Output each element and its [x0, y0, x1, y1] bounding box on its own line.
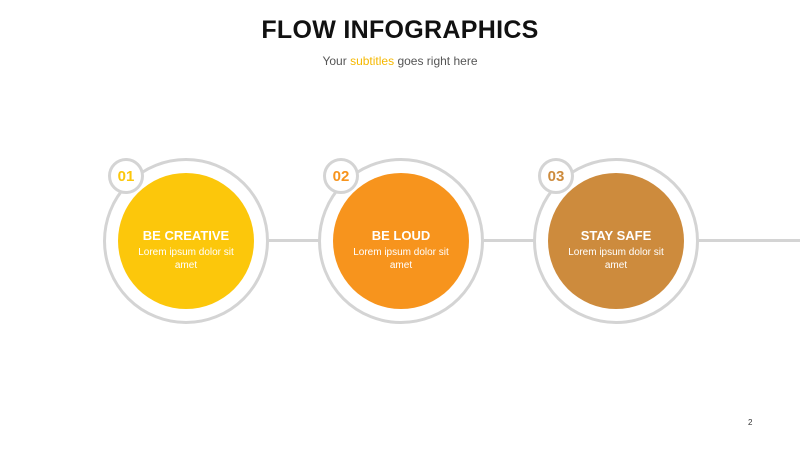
step-description: Lorem ipsum dolor sit amet: [568, 247, 664, 271]
flow-step-3: STAY SAFE Lorem ipsum dolor sit amet 03: [533, 158, 699, 324]
page-subtitle: Your subtitles goes right here: [0, 54, 800, 68]
step-number-badge: 01: [108, 158, 144, 194]
step-heading: BE CREATIVE: [142, 228, 230, 243]
step-circle: BE LOUD Lorem ipsum dolor sit amet: [333, 173, 469, 309]
subtitle-text-start: Your: [322, 54, 351, 68]
step-heading: STAY SAFE: [580, 228, 652, 243]
connector-line-1: [269, 239, 320, 242]
step-description: Lorem ipsum dolor sit amet: [138, 247, 234, 271]
step-circle: BE CREATIVE Lorem ipsum dolor sit amet: [118, 173, 254, 309]
step-circle: STAY SAFE Lorem ipsum dolor sit amet: [548, 173, 684, 309]
step-heading: BE LOUD: [371, 228, 431, 243]
connector-line-3: [699, 239, 800, 242]
flow-step-2: BE LOUD Lorem ipsum dolor sit amet 02: [318, 158, 484, 324]
step-number-badge: 03: [538, 158, 574, 194]
step-description: Lorem ipsum dolor sit amet: [353, 247, 449, 271]
page-title: FLOW INFOGRAPHICS: [261, 16, 539, 44]
page-number: 2: [748, 418, 753, 427]
connector-line-2: [484, 239, 536, 242]
step-number-badge: 02: [323, 158, 359, 194]
subtitle-highlight: subtitles: [350, 54, 395, 68]
subtitle-text-end: goes right here: [394, 54, 478, 68]
flow-step-1: BE CREATIVE Lorem ipsum dolor sit amet 0…: [103, 158, 269, 324]
